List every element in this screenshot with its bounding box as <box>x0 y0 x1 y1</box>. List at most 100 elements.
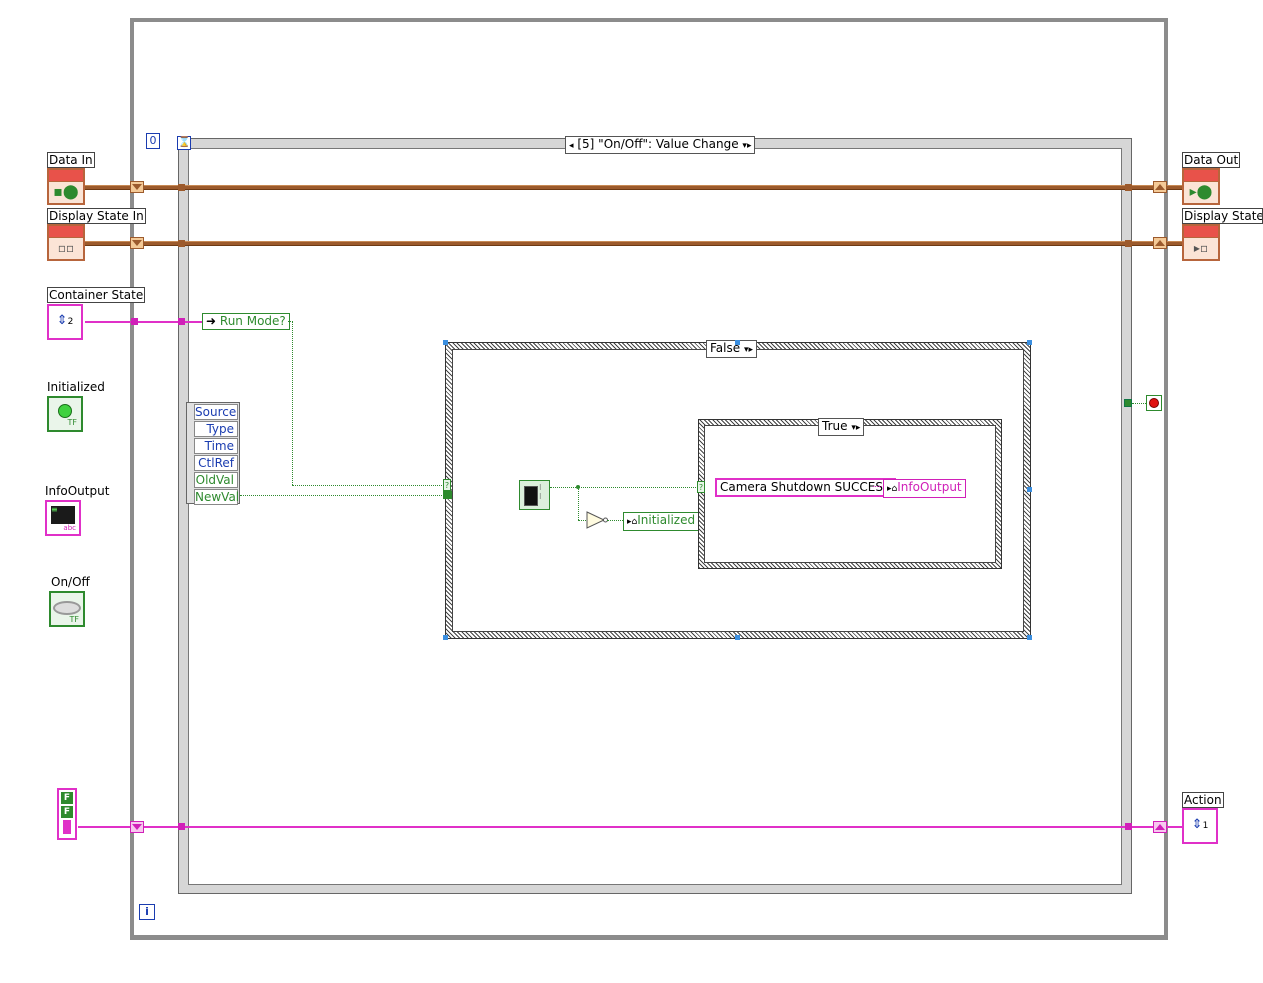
local-variable-icon: ▸⌂ <box>627 517 638 527</box>
resize-handle[interactable] <box>1027 635 1032 640</box>
tunnel-loop-container-state[interactable] <box>131 318 138 325</box>
increment-arrow-icon[interactable]: ▸ <box>855 423 861 433</box>
tunnel-stop-boolean[interactable] <box>1124 399 1132 407</box>
infooutput-local-label: InfoOutput <box>897 480 962 494</box>
run-mode-wire[interactable] <box>288 321 293 322</box>
local-variable-icon: ▸⌂ <box>887 484 898 494</box>
onoff-terminal[interactable]: TF <box>49 591 85 627</box>
tunnel-display-out[interactable] <box>1125 240 1132 247</box>
tunnel-display-in[interactable] <box>178 240 185 247</box>
case-outer-selector[interactable]: False ▾▸ <box>706 340 758 358</box>
increment-arrow-icon[interactable]: ▸ <box>746 141 752 151</box>
infooutput-local-variable[interactable]: ▸⌂InfoOutput <box>883 479 966 498</box>
enum-icon: ⇕1 <box>1191 817 1209 832</box>
container-state-label: Container State <box>47 287 146 303</box>
event-data-node[interactable]: Source Type Time CtlRef OldVal NewVal <box>186 402 240 505</box>
data-in-terminal[interactable]: ▪⬤ <box>47 168 85 205</box>
down-arrow-icon <box>132 240 142 246</box>
data-wire[interactable] <box>85 185 1183 190</box>
run-mode-wire[interactable] <box>292 485 444 486</box>
resize-handle[interactable] <box>443 340 448 345</box>
data-in-label: Data In <box>47 152 95 168</box>
cluster-icon: ▸⬤ <box>1189 184 1213 200</box>
action-wire[interactable] <box>78 826 1184 828</box>
event-selector[interactable]: ◂ [5] "On/Off": Value Change ▾▸ <box>565 136 756 154</box>
action-terminal[interactable]: ⇕1 <box>1182 808 1218 844</box>
while-loop-structure[interactable] <box>130 18 1168 940</box>
cluster-icon: ▫▫ <box>57 241 75 255</box>
run-mode-label: Run Mode? <box>219 314 286 328</box>
loop-condition-terminal[interactable] <box>1146 395 1162 411</box>
resize-handle[interactable] <box>735 340 740 345</box>
timeout-terminal-icon[interactable]: ⌛ <box>177 136 191 150</box>
unbundle-field-source[interactable]: Source <box>194 404 238 420</box>
boolean-array-constant[interactable]: F F <box>57 788 77 840</box>
run-mode-property-node[interactable]: ➜ Run Mode? <box>202 313 290 330</box>
shift-register-right-data[interactable] <box>1153 181 1167 193</box>
chevron-down-icon[interactable]: ▾ <box>742 141 747 151</box>
resize-handle[interactable] <box>1027 340 1032 345</box>
shift-register-right-display[interactable] <box>1153 237 1167 249</box>
container-state-wire[interactable] <box>85 321 205 323</box>
newval-tunnel[interactable] <box>443 491 452 499</box>
enum-index: 2 <box>67 317 74 327</box>
chevron-down-icon[interactable]: ▾ <box>743 345 749 355</box>
iteration-terminal[interactable]: i <box>139 904 155 920</box>
infooutput-terminal[interactable]: ≡ abc <box>45 500 81 536</box>
tunnel-data-out[interactable] <box>1125 184 1132 191</box>
increment-arrow-icon[interactable]: ▸ <box>748 345 754 355</box>
display-state-out-terminal[interactable]: ▸▫ <box>1182 224 1220 261</box>
camera-icon <box>524 486 538 506</box>
onoff-label: On/Off <box>51 575 90 589</box>
not-function-icon[interactable] <box>586 511 608 529</box>
case-inner-label: True <box>822 419 848 433</box>
stop-wire[interactable] <box>1132 403 1146 404</box>
tf-glyph: TF <box>69 615 80 624</box>
string-indicator-icon: ≡ <box>51 506 75 524</box>
cluster-icon: ▸▫ <box>1193 241 1209 255</box>
subvi-glyph: ⁝⁝ <box>539 483 542 501</box>
unbundle-field-newval[interactable]: NewVal <box>194 489 240 505</box>
shift-register-right-action[interactable] <box>1153 821 1167 833</box>
string-wire[interactable] <box>873 486 884 487</box>
newval-wire[interactable] <box>240 495 444 496</box>
initialized-terminal[interactable]: TF <box>47 396 83 432</box>
shift-register-left-action[interactable] <box>130 821 144 833</box>
loop-index-constant[interactable]: 0 <box>146 133 160 149</box>
camera-shutdown-string-constant[interactable]: Camera Shutdown SUCCESS <box>715 478 896 497</box>
initialized-local-variable[interactable]: ▸⌂Initialized <box>623 512 700 531</box>
up-arrow-icon <box>1155 184 1165 190</box>
unbundle-field-ctlref[interactable]: CtlRef <box>194 455 238 471</box>
toggle-icon <box>53 601 81 615</box>
case-outer-selector-terminal[interactable]: ? <box>443 479 451 491</box>
decrement-arrow-icon[interactable]: ◂ <box>569 141 574 151</box>
data-out-terminal[interactable]: ▸⬤ <box>1182 168 1220 205</box>
unbundle-field-time[interactable]: Time <box>194 438 238 454</box>
resize-handle[interactable] <box>735 635 740 640</box>
display-state-in-terminal[interactable]: ▫▫ <box>47 224 85 261</box>
stop-icon <box>1149 398 1159 408</box>
display-state-wire[interactable] <box>85 241 1183 246</box>
tunnel-container-state[interactable] <box>178 318 185 325</box>
display-state-in-label: Display State In <box>47 208 146 224</box>
unbundle-field-type[interactable]: Type <box>194 421 238 437</box>
shutdown-status-wire[interactable] <box>550 487 698 488</box>
shift-register-left-data[interactable] <box>130 181 144 193</box>
not-output-wire[interactable] <box>607 520 623 521</box>
shutdown-status-wire[interactable] <box>578 520 588 521</box>
tunnel-action-out[interactable] <box>1125 823 1132 830</box>
tf-glyph: TF <box>67 418 78 427</box>
run-mode-wire[interactable] <box>292 321 293 485</box>
shift-register-left-display[interactable] <box>130 237 144 249</box>
tunnel-data-in[interactable] <box>178 184 185 191</box>
unbundle-field-oldval[interactable]: OldVal <box>194 472 238 488</box>
resize-handle[interactable] <box>443 635 448 640</box>
chevron-down-icon[interactable]: ▾ <box>851 423 856 433</box>
case-inner-selector-terminal[interactable]: ? <box>697 481 705 493</box>
resize-handle[interactable] <box>1027 487 1032 492</box>
camera-shutdown-subvi[interactable]: ⁝⁝ <box>519 480 550 510</box>
container-state-terminal[interactable]: ⇕2 <box>47 304 83 340</box>
tunnel-action-in[interactable] <box>178 823 185 830</box>
shutdown-status-wire[interactable] <box>578 487 579 520</box>
case-inner-selector[interactable]: True ▾▸ <box>818 418 865 436</box>
